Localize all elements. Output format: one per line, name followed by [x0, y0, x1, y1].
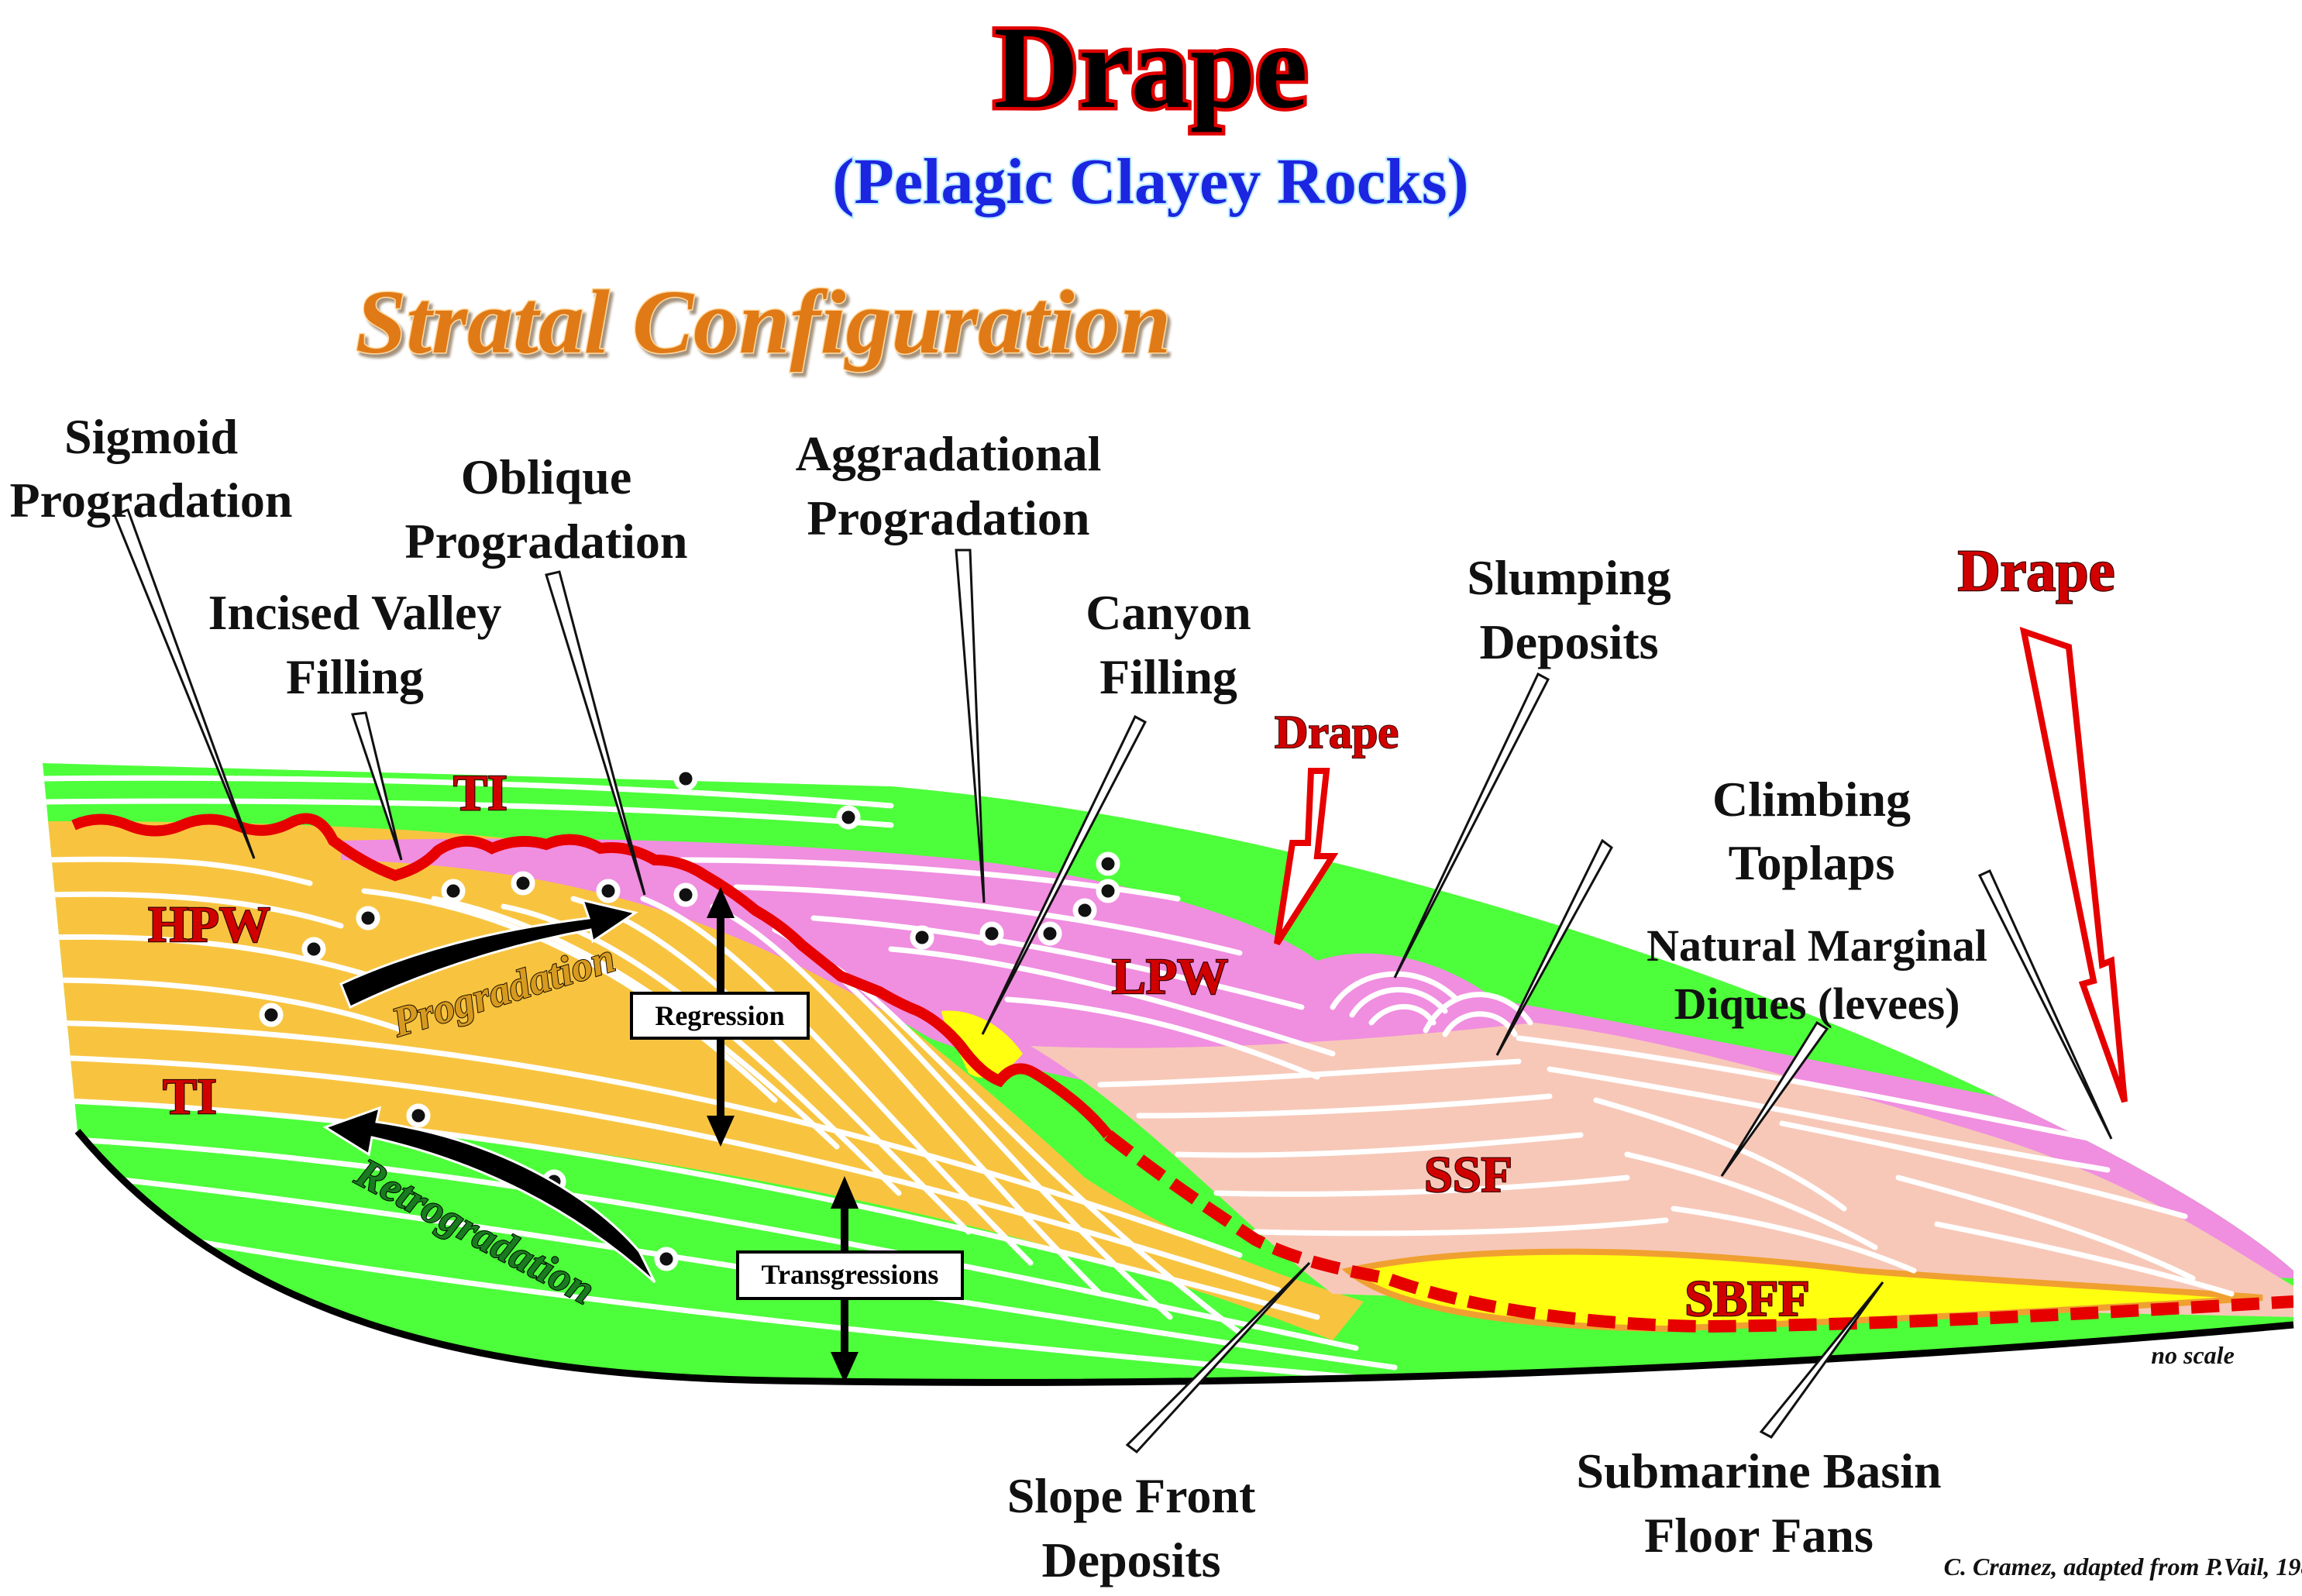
label-slope-line1: Slope Front — [1007, 1468, 1256, 1523]
label-oblique-line2: Progradation — [404, 514, 687, 569]
label-sigmoid-line2: Progradation — [9, 473, 292, 528]
regression-label: Regression — [655, 1000, 784, 1031]
subtitle: (Pelagic Clayey Rocks) — [832, 146, 1468, 218]
label-drape-large: Drape — [1958, 538, 2115, 604]
marker-dot — [356, 906, 380, 930]
label-aggradational-line2: Progradation — [807, 490, 1089, 545]
transgression-box — [736, 1250, 964, 1300]
marker-dot — [406, 1103, 431, 1128]
label-basin-line2: Floor Fans — [1644, 1508, 1874, 1563]
drape-arrows — [1274, 626, 2128, 1103]
section-title: Stratal Configuration — [356, 271, 1172, 373]
unit-label-ssf: SSF — [1424, 1147, 1512, 1203]
regression-arrow-head-up — [707, 887, 735, 918]
regression-indicator: Regression — [630, 887, 810, 1147]
slope-fan-strata — [1097, 1058, 2235, 1297]
transgressions-label: Transgressions — [762, 1259, 939, 1290]
pointer-slumping — [1393, 672, 1550, 979]
pointer-sigmoid — [113, 508, 256, 859]
marker-dot — [673, 882, 698, 907]
pointer-climbing-toplaps — [1977, 869, 2113, 1140]
label-incised-line2: Filling — [286, 649, 424, 704]
basin-floor-fan — [1341, 1248, 2263, 1333]
marker-dot — [441, 879, 466, 903]
canyon-fill-body — [941, 1010, 1023, 1078]
cross-section: TI HPW TI LPW SSF SBFF Progradation Retr… — [43, 763, 2294, 1386]
transgression-indicator: Transgressions — [736, 1176, 964, 1383]
scale-note: no scale — [2151, 1341, 2235, 1369]
marker-dot — [836, 805, 861, 830]
unit-label-ti-top: TI — [453, 765, 508, 821]
marker-dot — [1096, 879, 1120, 903]
drape-arrow-large — [2019, 626, 2128, 1103]
label-incised-line1: Incised Valley — [208, 585, 502, 640]
pointer-levees — [1720, 1020, 1829, 1177]
unit-label-hpw: HPW — [148, 896, 270, 953]
label-sigmoid-line1: Sigmoid — [64, 409, 238, 464]
callout-pointers — [113, 508, 2113, 1454]
marker-dot — [511, 871, 535, 896]
marker-dot — [259, 1003, 284, 1027]
progradation-arrow-shape — [339, 898, 638, 1010]
label-slumping-line2: Deposits — [1479, 614, 1658, 669]
marker-dot — [654, 1247, 679, 1271]
transgression-arrow-head-down — [831, 1352, 859, 1383]
reference-points — [259, 766, 1120, 1271]
drape-arrow-small — [1274, 768, 1339, 946]
label-slope-line2: Deposits — [1041, 1532, 1220, 1587]
label-drape-small: Drape — [1275, 707, 1399, 758]
regression-box — [630, 992, 810, 1040]
retrogradation-arrow-shape — [322, 1106, 656, 1284]
label-slumping-line1: Slumping — [1467, 550, 1671, 605]
transgression-arrow-head-up — [831, 1176, 859, 1209]
pointer-canyon — [981, 714, 1148, 1035]
marker-dot — [1037, 921, 1062, 946]
marker-dot — [979, 921, 1004, 946]
marker-dot — [1072, 898, 1097, 923]
sequence-boundary-solid — [71, 813, 1113, 1139]
marker-dot — [596, 879, 621, 903]
callout-labels: Sigmoid Progradation Oblique Progradatio… — [9, 409, 2302, 1587]
label-canyon-line1: Canyon — [1086, 585, 1251, 640]
marker-dot — [910, 925, 934, 950]
regression-arrow-head-down — [707, 1116, 735, 1147]
unit-label-ti-bottom: TI — [163, 1068, 217, 1125]
unit-label-sbff: SBFF — [1684, 1271, 1809, 1327]
slump-strata — [1330, 971, 1533, 1037]
pointer-basin-floor — [1759, 1281, 1884, 1439]
basement-line — [74, 1129, 2294, 1386]
marker-dot — [301, 937, 326, 961]
label-oblique-line1: Oblique — [461, 449, 632, 504]
pointer-aggradational — [955, 549, 986, 903]
credit-note: C. Cramez, adapted from P.Vail, 1989 — [1944, 1553, 2302, 1581]
label-climbing-line2: Toplaps — [1729, 835, 1895, 890]
sequence-boundary-dashed — [1104, 1130, 2293, 1333]
label-aggradational-line1: Aggradational — [796, 426, 1102, 481]
label-levees-line2: Diques (levees) — [1674, 979, 1960, 1029]
label-levees-line1: Natural Marginal — [1646, 920, 1987, 971]
slope-fan — [1031, 1023, 2293, 1317]
highstand-wedge — [43, 821, 1364, 1340]
title: Drape — [993, 2, 1307, 132]
pointer-incised — [350, 711, 403, 861]
unit-label-lpw: LPW — [1112, 948, 1228, 1005]
pointer-oblique — [545, 570, 646, 896]
marker-dot — [1096, 851, 1120, 876]
marker-dot — [673, 766, 698, 791]
pointer-slope-front — [1125, 1261, 1311, 1454]
label-basin-line1: Submarine Basin — [1576, 1443, 1941, 1498]
pointer-climbing-upper — [1495, 838, 1613, 1056]
label-canyon-line2: Filling — [1099, 649, 1237, 704]
label-climbing-line1: Climbing — [1712, 772, 1911, 827]
